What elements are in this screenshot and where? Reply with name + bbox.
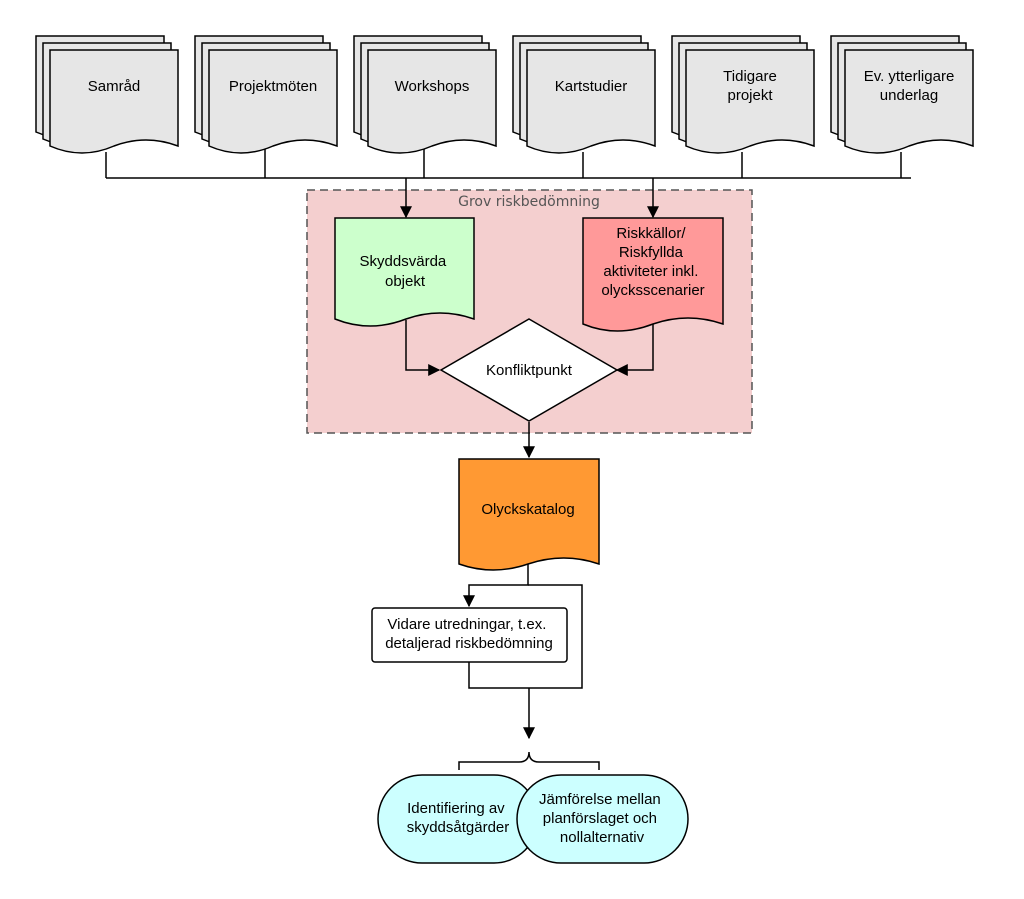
catalog-bypass-line (528, 584, 583, 689)
catalog-to-studies-arrow (463, 564, 529, 608)
accident-catalog-label: Olyckskatalog (481, 501, 574, 518)
further-studies-box (371, 607, 568, 663)
risk-to-conflict-arrow (615, 322, 654, 376)
input-projektmoten-stack: Projektmöten (194, 35, 338, 154)
studies-down-line (468, 662, 529, 689)
input-workshops-label: Workshops (395, 78, 470, 95)
input-samrad-page-3 (49, 49, 179, 154)
outcome-comparison (516, 774, 689, 864)
input-workshops-stack: Workshops (353, 35, 497, 154)
risk-assessment-group-label: Grov riskbedömning (458, 194, 600, 210)
protected-objects-document (334, 217, 475, 327)
input-samrad-label: Samråd (88, 78, 141, 95)
input-projektmoten-label: Projektmöten (229, 78, 317, 95)
input-projektmoten-page-3 (208, 49, 338, 154)
conflict-point-decision (439, 318, 619, 422)
accident-catalog-document (458, 458, 600, 571)
input-kartstudier-page-3 (526, 49, 656, 154)
risk-sources-label: Riskkällor/ Riskfyllda aktiviteter inkl.… (601, 225, 704, 299)
input-kartstudier-stack: Kartstudier (512, 35, 656, 154)
outcome-bracket (458, 751, 600, 770)
input-documents: Samråd Projektmöten Workshops Kartstudier Ti… (35, 35, 974, 154)
protected-objects-label: Skyddsvärda objekt (360, 253, 451, 290)
input-kartstudier-label: Kartstudier (555, 78, 628, 95)
conflict-point-label: Konfliktpunkt (486, 362, 573, 379)
input-workshops-page-3 (367, 49, 497, 154)
input-tidigare-projekt-page-3 (685, 49, 815, 154)
outcome-comparison-label: Jämförelse mellan planförslaget och noll… (539, 791, 665, 846)
connectors (105, 140, 911, 770)
input-samrad-stack: Samråd (35, 35, 179, 154)
outcome-protective-measures-label: Identifiering av skyddsåtgärder (407, 800, 510, 836)
input-ytterligare-underlag-page-3 (844, 49, 974, 154)
further-studies-label: Vidare utredningar, t.ex. detaljerad ris… (385, 616, 553, 652)
risk-sources-document (582, 217, 724, 332)
protected-to-conflict-arrow (405, 320, 441, 376)
